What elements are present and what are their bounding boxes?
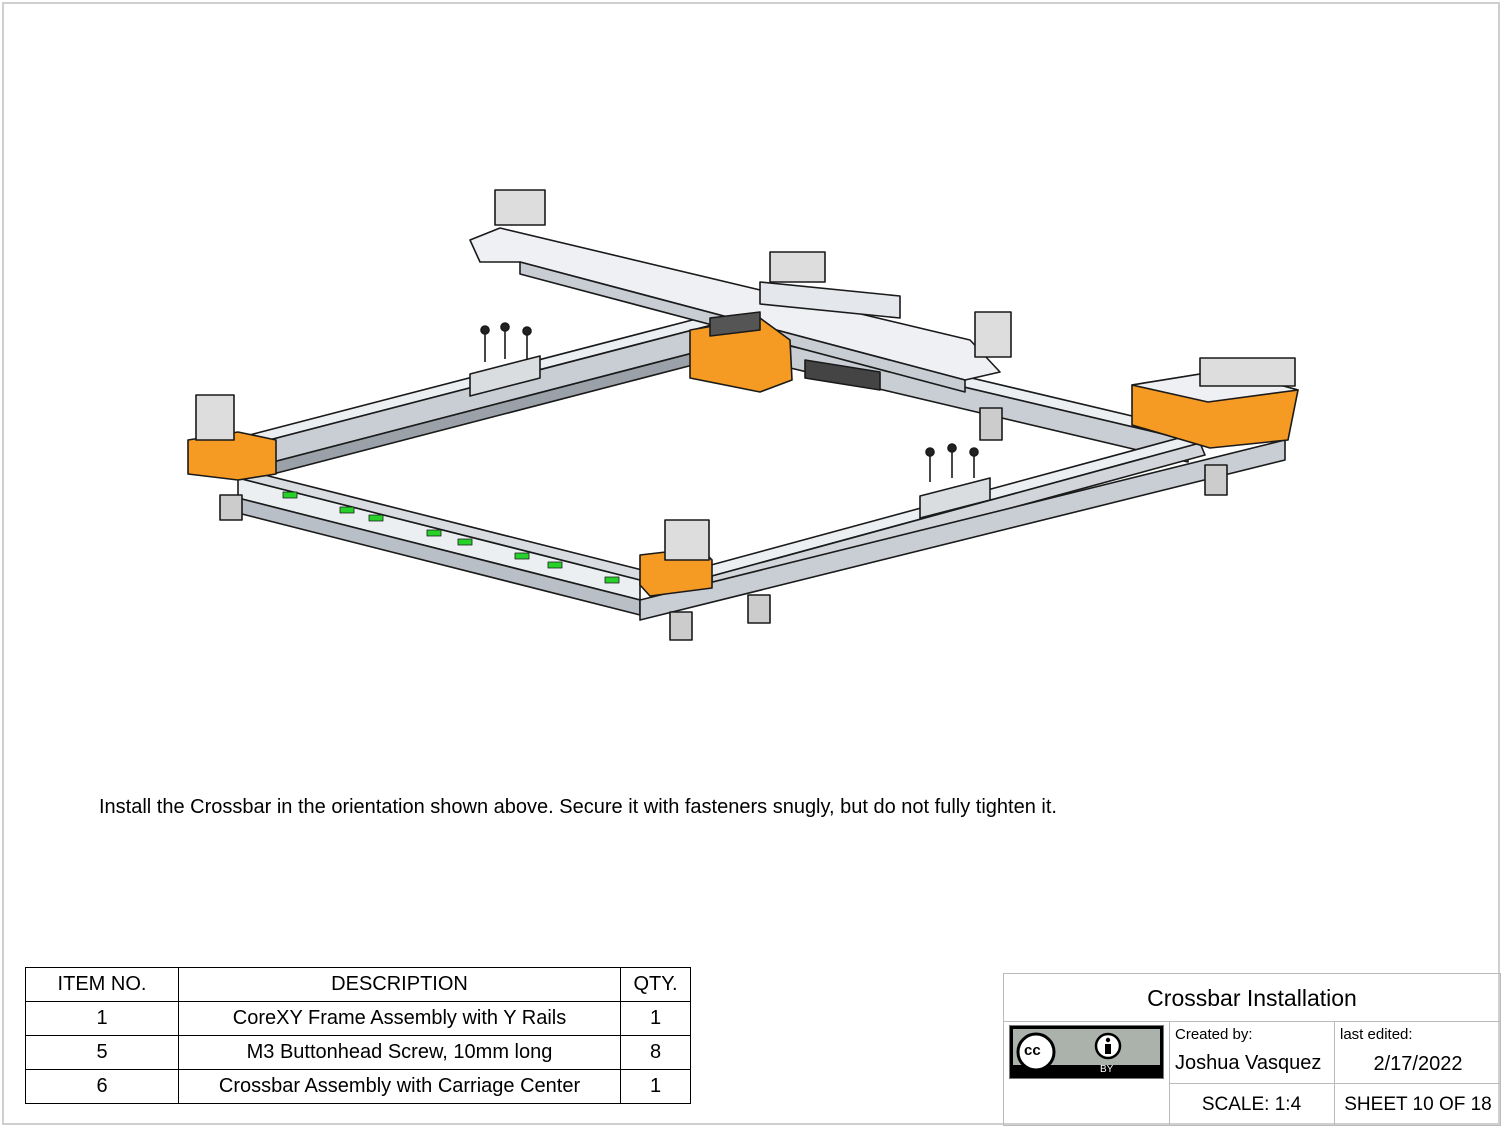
cc-label: cc <box>1024 1042 1041 1059</box>
last-edited-date: 2/17/2022 <box>1373 1053 1463 1075</box>
title-divider <box>1003 1021 1501 1022</box>
title-divider <box>1334 1021 1335 1126</box>
bom-row: 1 CoreXY Frame Assembly with Y Rails 1 <box>25 1001 691 1036</box>
by-label: BY <box>1100 1064 1114 1075</box>
carriage-center <box>689 311 793 393</box>
rail-indicators <box>282 491 620 584</box>
bom-row: 6 Crossbar Assembly with Carriage Center… <box>25 1069 691 1104</box>
scale-text: SCALE: 1:4 <box>1201 1094 1302 1115</box>
assembly-drawing <box>187 189 1299 641</box>
idler-back-right <box>974 311 1012 358</box>
motor-pulleys-right <box>1199 357 1296 387</box>
screws-right <box>925 443 979 482</box>
bom-description: Crossbar Assembly with Carriage Center <box>178 1069 621 1104</box>
created-by-label: Created by: <box>1175 1026 1253 1043</box>
frame-rail-front-right <box>639 434 1286 621</box>
bom-row: 5 M3 Buttonhead Screw, 10mm long 8 <box>25 1035 691 1070</box>
bom-header-item: ITEM NO. <box>25 967 179 1002</box>
author-name: Joshua Vasquez <box>1175 1052 1322 1074</box>
bom-header-description: DESCRIPTION <box>178 967 621 1002</box>
idler-back-left <box>494 189 546 226</box>
bom-item-no: 6 <box>25 1069 179 1104</box>
idler-left <box>195 394 235 441</box>
bom-qty: 8 <box>620 1035 691 1070</box>
last-edited-label: last edited: <box>1340 1026 1413 1043</box>
title-divider <box>1169 1083 1501 1084</box>
cc-icon <box>1016 1032 1056 1072</box>
bom-qty: 1 <box>620 1001 691 1036</box>
bom-header-qty: QTY. <box>620 967 691 1002</box>
bill-of-materials: ITEM NO. DESCRIPTION QTY. 1 CoreXY Frame… <box>25 967 691 1104</box>
bom-header-row: ITEM NO. DESCRIPTION QTY. <box>25 967 691 1002</box>
sheet-number: SHEET 10 OF 18 <box>1344 1094 1492 1115</box>
bom-description: M3 Buttonhead Screw, 10mm long <box>178 1035 621 1070</box>
bom-item-no: 5 <box>25 1035 179 1070</box>
sheet-title: Crossbar Installation <box>1147 985 1357 1011</box>
corner-block-left <box>187 431 277 481</box>
bom-item-no: 1 <box>25 1001 179 1036</box>
idler-front <box>664 519 710 561</box>
title-block <box>1003 973 1501 1126</box>
screws-left <box>480 322 532 362</box>
cc-license-badge: cc BY <box>1009 1025 1164 1079</box>
title-divider <box>1169 1021 1170 1126</box>
frame-rail-front-left <box>237 469 651 616</box>
crossbar-idler-center <box>769 251 826 283</box>
bom-qty: 1 <box>620 1069 691 1104</box>
instruction-text: Install the Crossbar in the orientation … <box>99 796 1057 818</box>
bom-description: CoreXY Frame Assembly with Y Rails <box>178 1001 621 1036</box>
frame-rail-back-left <box>237 317 713 481</box>
